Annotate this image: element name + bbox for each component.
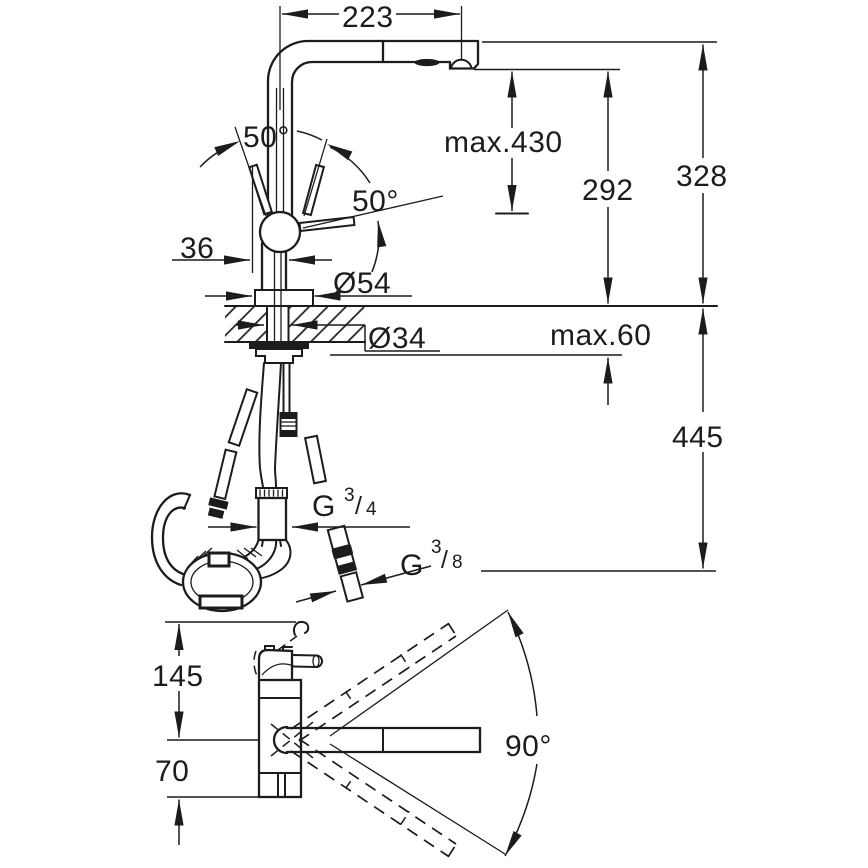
pullout-hose-loop <box>150 492 292 613</box>
dimension-50-right: 50° <box>302 185 444 273</box>
dim-70-label: 70 <box>155 755 189 788</box>
lever-ball-joint <box>258 210 302 254</box>
dim-50-right-label: 50° <box>352 185 399 218</box>
mounting-washer <box>249 342 309 349</box>
body-side-view <box>257 678 303 799</box>
dimension-328: 328 <box>482 41 728 304</box>
aerator <box>414 58 440 67</box>
spray-head-nub <box>450 58 473 69</box>
dimension-36: 36 <box>172 167 332 273</box>
dimension-g38: G 3 / 8 <box>295 527 463 603</box>
dimension-145: 145 <box>152 624 204 738</box>
dim-292-label: 292 <box>582 174 634 207</box>
flex-hose-right <box>303 434 365 603</box>
dimension-292: 292 <box>582 71 634 304</box>
dim-max430-label: max.430 <box>444 126 563 159</box>
dimension-g34: G 3 / 4 <box>208 475 410 532</box>
swivel-arm-lower-dashed <box>290 738 458 858</box>
mounting-nut <box>255 348 303 364</box>
dim-g38-label: G 3 / 8 <box>400 527 463 582</box>
faucet-front-view <box>247 39 480 364</box>
dim-g34-label: G 3 / 4 <box>312 475 377 523</box>
dimension-max60: max.60 <box>330 319 651 405</box>
dim-445-label: 445 <box>672 421 724 454</box>
dim-145-label: 145 <box>152 660 204 693</box>
dim-328-label: 328 <box>676 160 728 193</box>
dimension-223: 223 <box>279 1 463 110</box>
mixer-head-side <box>257 648 294 680</box>
lever-right <box>298 215 356 233</box>
dimension-max430: max.430 <box>444 68 620 215</box>
swivel-arm-upper-dashed <box>290 622 458 742</box>
dimension-dia34: Ø34 <box>236 320 440 355</box>
countertop-section <box>224 305 718 343</box>
dim-dia54-label: Ø54 <box>333 267 391 300</box>
dim-dia34-label: Ø34 <box>368 322 426 355</box>
dim-36-label: 36 <box>180 232 214 265</box>
faucet-side-view <box>165 609 509 858</box>
dimension-90: 90° <box>504 611 552 857</box>
dimension-50-top: 50° <box>199 121 371 217</box>
g34-connector <box>255 487 288 547</box>
escutcheon <box>254 289 314 307</box>
spray-head <box>448 39 480 70</box>
flex-hose-left <box>207 387 259 519</box>
hoses-below-counter <box>150 362 365 613</box>
spout-inner-profile <box>290 60 452 219</box>
check-valve <box>279 412 298 437</box>
dimension-dia54: Ø54 <box>205 267 412 301</box>
spout-pivot <box>272 725 289 755</box>
dim-max60-label: max.60 <box>550 319 651 352</box>
dimension-70: 70 <box>155 755 189 845</box>
dim-50-top-label: 50° <box>243 121 290 154</box>
dim-223-label: 223 <box>342 1 394 34</box>
dimension-445: 445 <box>481 308 724 572</box>
dim-90-label: 90° <box>505 730 552 763</box>
lever-knob-side <box>293 620 310 636</box>
